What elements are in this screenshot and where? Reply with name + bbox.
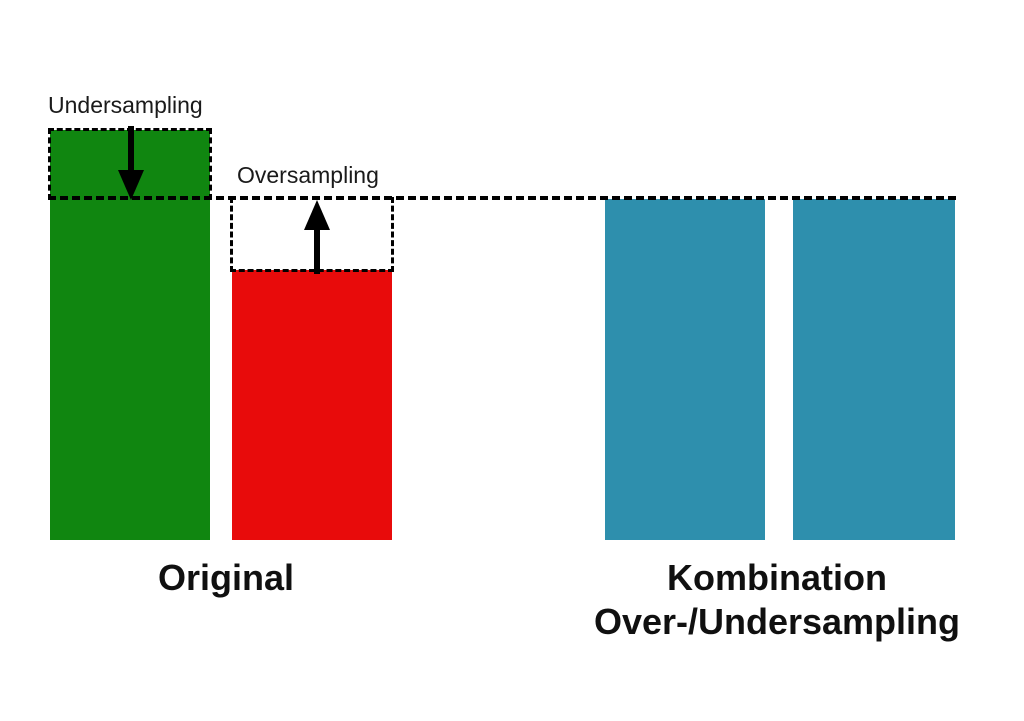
caption-combined-group: Kombination Over-/Undersampling bbox=[530, 556, 1024, 644]
oversampling-region-outline bbox=[230, 197, 394, 272]
oversampling-label: Oversampling bbox=[237, 162, 379, 188]
up-arrow-icon bbox=[304, 200, 330, 274]
caption-original-group: Original bbox=[0, 556, 452, 600]
down-arrow-icon bbox=[118, 126, 144, 200]
undersampling-label: Undersampling bbox=[48, 92, 203, 118]
caption-original-text: Original bbox=[157, 557, 295, 598]
bar-original-minority bbox=[232, 270, 392, 540]
bar-combined-minority bbox=[793, 199, 955, 540]
caption-kombination-line1: Kombination bbox=[667, 557, 887, 598]
reference-line bbox=[48, 196, 956, 200]
bar-combined-majority bbox=[605, 199, 765, 540]
caption-kombination-line2: Over-/Undersampling bbox=[593, 600, 961, 642]
